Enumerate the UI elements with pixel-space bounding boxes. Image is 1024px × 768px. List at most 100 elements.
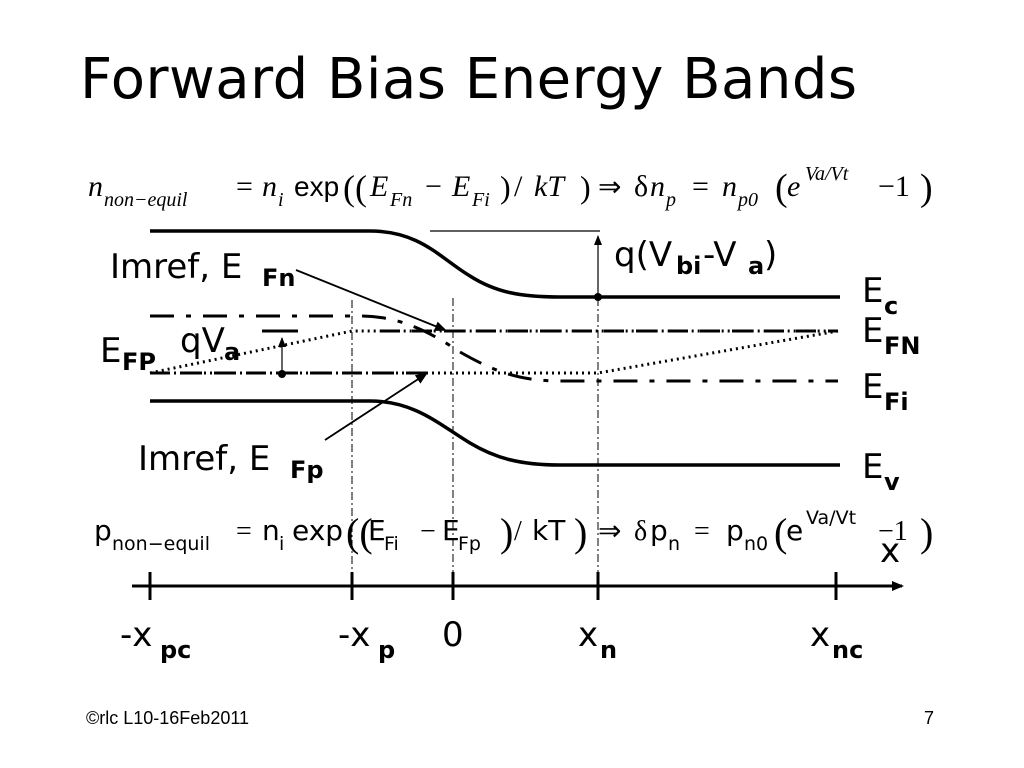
valence-band-curve: [150, 399, 840, 467]
eq-p-delta: δ: [634, 516, 647, 547]
vbi-label-suffix: ): [764, 235, 777, 275]
conduction-band-curve: [150, 229, 840, 299]
efp-label: E: [100, 331, 121, 371]
eq-n-lhs: n: [88, 170, 103, 203]
eq-n-open: ((: [343, 168, 367, 208]
imref-fp-label: Imref, E: [138, 439, 270, 479]
tick-label-zero: 0: [442, 615, 464, 655]
footer-copyright: ©rlc L10-16Feb2011: [86, 708, 250, 728]
eq-p-close2: ): [574, 510, 587, 555]
qva-dot: [278, 370, 286, 378]
imref-fp-label-sub: Fp: [290, 456, 324, 484]
eq-p-ni-sub: i: [279, 533, 284, 555]
x-axis-label: x: [880, 531, 900, 571]
ec-label: E: [862, 271, 883, 311]
imref-fn-label: Imref, E: [110, 247, 242, 287]
eq-n-ni-sub: i: [278, 189, 284, 211]
eq-n-exp-sup: Va/Vt: [805, 163, 849, 185]
ev-label-sub: v: [884, 468, 900, 496]
eq-p-lhs: p: [94, 514, 112, 547]
imref-fp-line: [150, 329, 839, 375]
vbi-label-prefix: q(V: [614, 235, 672, 275]
eq-n-kt: kT: [534, 170, 566, 203]
eq-p-e1: E: [368, 514, 386, 547]
qva-label-sub: a: [224, 338, 240, 366]
eq-p-minus: −: [420, 516, 436, 547]
vbi-label-mid: -V: [703, 235, 737, 275]
eq-n-paren-open: (: [775, 167, 788, 209]
tick-label-xpc: -x: [120, 615, 152, 655]
imref-fn-line: [149, 329, 838, 375]
eq-p-paren-close: ): [920, 510, 933, 555]
eq-n-e2-sub: Fi: [471, 189, 490, 211]
eq-n-dn: n: [650, 170, 665, 203]
eq-p-ni: n: [262, 514, 280, 547]
eq-p-lhs-sub: non−equil: [112, 533, 210, 555]
efp-label-sub: FP: [122, 348, 156, 376]
efn-label-sub: FN: [884, 332, 920, 360]
imref-fp-pointer: [324, 372, 428, 441]
vbi-label-sub2: a: [748, 252, 764, 280]
tick-label-xnc: x: [810, 615, 830, 655]
tick-label-xn-sub: n: [600, 636, 617, 664]
eq-p-p0: p: [726, 514, 744, 547]
eq-n-e1: E: [369, 170, 388, 203]
eq-p-p0-sub: n0: [744, 533, 768, 555]
efn-label: E: [862, 311, 883, 351]
eq-p-kt: kT: [532, 514, 566, 547]
eq-p-equals-2: =: [694, 516, 710, 547]
imref-fn-pointer: [295, 269, 447, 331]
eq-n-close2: ): [580, 169, 591, 205]
electron-equation: n non−equil = n i exp (( E Fn − E Fi ) /…: [88, 163, 933, 211]
eq-n-n0: n: [722, 170, 737, 203]
eq-n-e: e: [787, 170, 800, 203]
qva-label: qV: [180, 321, 225, 361]
eq-n-equals-1: =: [236, 170, 253, 203]
eq-n-implies: ⇒: [598, 172, 621, 203]
eq-n-minus: −: [425, 170, 442, 203]
eq-p-minus-one: −1: [878, 516, 908, 547]
eq-n-close1: ): [500, 169, 511, 205]
efi-label: E: [862, 367, 883, 407]
page-number: 7: [924, 708, 935, 728]
eq-n-delta: δ: [634, 170, 648, 203]
eq-n-lhs-sub: non−equil: [104, 189, 188, 211]
eq-p-e2-sub: Fp: [458, 533, 481, 555]
eq-p-e1-sub: Fi: [384, 533, 399, 555]
eq-p-e2: E: [442, 514, 460, 547]
eq-p-exp: exp: [292, 514, 343, 547]
tick-label-xnc-sub: nc: [832, 636, 863, 664]
eq-n-equals-2: =: [692, 170, 709, 203]
tick-label-xpc-sub: pc: [160, 636, 191, 664]
eq-n-exp: exp: [294, 171, 339, 202]
eq-p-exp-sup: Va/Vt: [806, 507, 856, 529]
slide-title: Forward Bias Energy Bands: [80, 47, 858, 112]
imref-fn-label-sub: Fn: [262, 264, 295, 292]
ec-label-sub: c: [884, 292, 898, 320]
eq-n-paren-close: ): [920, 167, 933, 209]
tick-label-xp: -x: [338, 615, 370, 655]
eq-n-dn-sub: p: [664, 189, 676, 211]
eq-p-div: /: [514, 516, 522, 547]
eq-n-div: /: [514, 170, 523, 203]
eq-n-e1-sub: Fn: [389, 189, 412, 211]
eq-p-paren-open: (: [774, 510, 787, 555]
intrinsic-level-curve: [150, 314, 838, 383]
efi-label-sub: Fi: [884, 388, 909, 416]
eq-n-n0-sub: p0: [736, 189, 758, 211]
eq-p-implies: ⇒: [598, 516, 621, 547]
vbi-dot: [594, 293, 602, 301]
hole-equation: p non−equil = n i exp (( E Fi − E Fp ) /…: [94, 507, 933, 555]
eq-p-close1: ): [500, 510, 513, 555]
tick-label-xp-sub: p: [378, 636, 395, 664]
eq-n-e2: E: [451, 170, 470, 203]
eq-p-equals-1: =: [236, 516, 252, 547]
eq-p-e: e: [786, 514, 803, 547]
eq-n-minus-one: −1: [878, 170, 910, 203]
eq-p-dp: p: [650, 514, 668, 547]
tick-label-xn: x: [578, 615, 598, 655]
eq-n-ni: n: [262, 170, 277, 203]
eq-p-open: ((: [346, 510, 373, 555]
vbi-label-sub1: bi: [676, 252, 701, 280]
